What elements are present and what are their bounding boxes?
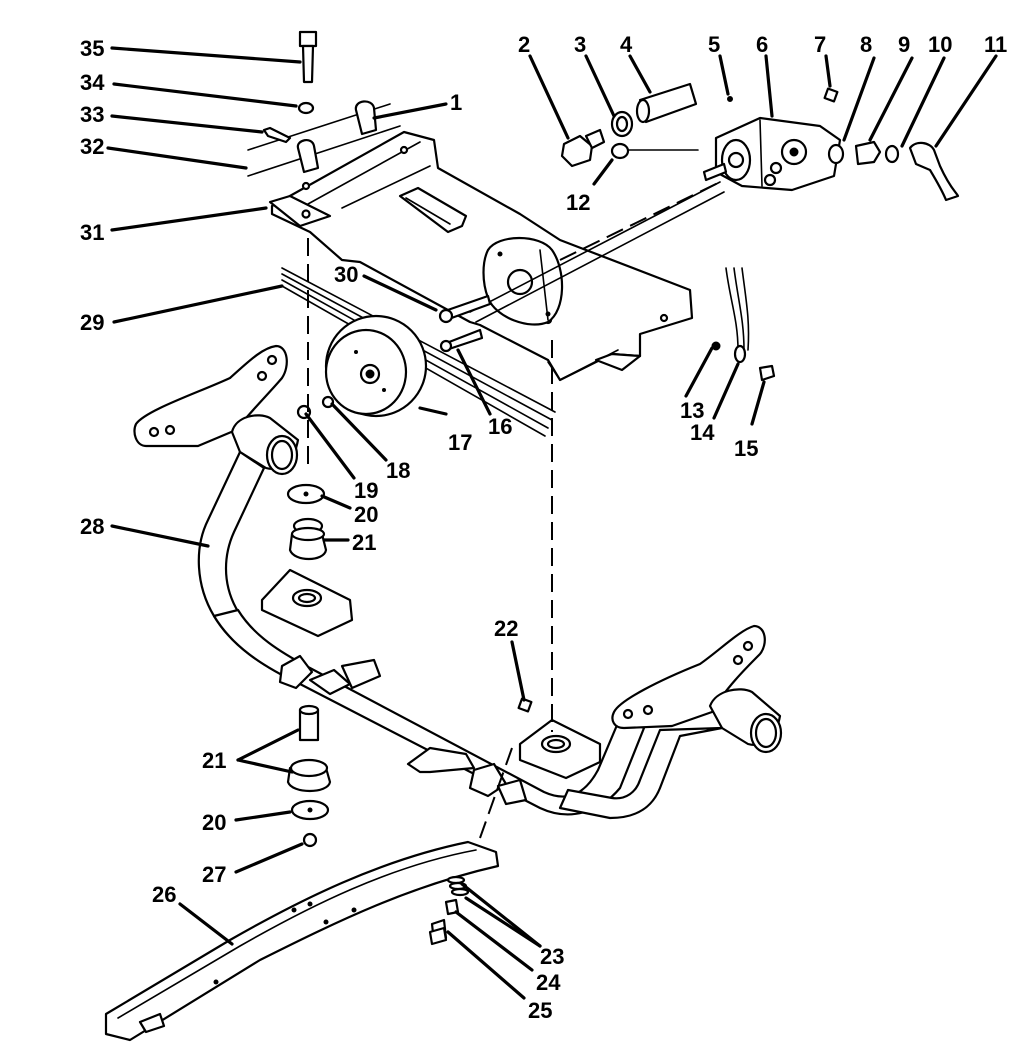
- callout-2: 2: [518, 32, 530, 57]
- skid-rail-part: [104, 840, 500, 1042]
- hydraulic-pump-part: [702, 116, 842, 192]
- callout-18: 18: [386, 458, 410, 483]
- callout-30: 30: [334, 262, 358, 287]
- callout-34: 34: [80, 70, 105, 95]
- bolt-33-part: [262, 126, 292, 144]
- bolt-22-part: [517, 697, 533, 713]
- pulley-part: [324, 314, 428, 418]
- callout-20-upper: 20: [354, 502, 378, 527]
- callout-17: 17: [448, 430, 472, 455]
- bearing-flange-part: [482, 237, 564, 326]
- rubber-mount-21-lower-part: [286, 704, 332, 793]
- callout-27: 27: [202, 862, 226, 887]
- leader-lines: [106, 46, 998, 1000]
- callout-20-lower: 20: [202, 810, 226, 835]
- callout-10: 10: [928, 32, 952, 57]
- callout-16: 16: [488, 414, 512, 439]
- flange-bolts-part: [438, 294, 492, 353]
- long-bolt-part: [298, 30, 318, 84]
- clamp-part: [268, 100, 378, 228]
- callout-19: 19: [354, 478, 378, 503]
- callout-32: 32: [80, 134, 104, 159]
- washer-34-part: [297, 101, 315, 115]
- callout-3: 3: [574, 32, 586, 57]
- mounting-plate-part: [270, 130, 694, 382]
- callout-28: 28: [80, 514, 104, 539]
- callout-26: 26: [152, 882, 176, 907]
- callout-11: 11: [984, 32, 1007, 57]
- callout-8: 8: [860, 32, 872, 57]
- callout-15: 15: [734, 436, 758, 461]
- callout-25: 25: [528, 998, 552, 1023]
- nut-27-part: [302, 832, 318, 848]
- callout-21-upper: 21: [352, 530, 376, 555]
- callout-9: 9: [898, 32, 910, 57]
- pump-nut-part: [823, 87, 839, 103]
- main-frame-part: [133, 344, 783, 820]
- callout-4: 4: [620, 32, 633, 57]
- callout-6: 6: [756, 32, 768, 57]
- callout-33: 33: [80, 102, 104, 127]
- callout-29: 29: [80, 310, 104, 335]
- callout-5: 5: [708, 32, 720, 57]
- callout-labels: 35 34 33 32 1 2 3 4 5 6 7 8 9 10 11 12 3…: [80, 32, 1007, 1023]
- rubber-mount-21-upper-part: [288, 517, 328, 561]
- callout-23: 23: [540, 944, 564, 969]
- callout-35: 35: [80, 36, 104, 61]
- callout-12: 12: [566, 190, 590, 215]
- callout-13: 13: [680, 398, 704, 423]
- center-lines: [307, 238, 553, 839]
- callout-21-lower: 21: [202, 748, 226, 773]
- drive-shaft-part: [469, 181, 725, 323]
- pump-outlet-fittings-part: [827, 140, 960, 202]
- callout-14: 14: [690, 420, 715, 445]
- pump-fittings-part: [560, 82, 733, 168]
- callout-7: 7: [814, 32, 826, 57]
- callout-24: 24: [536, 970, 561, 995]
- wire-harness-part: [711, 267, 776, 382]
- callout-22: 22: [494, 616, 518, 641]
- callout-1: 1: [450, 90, 462, 115]
- callout-31: 31: [80, 220, 104, 245]
